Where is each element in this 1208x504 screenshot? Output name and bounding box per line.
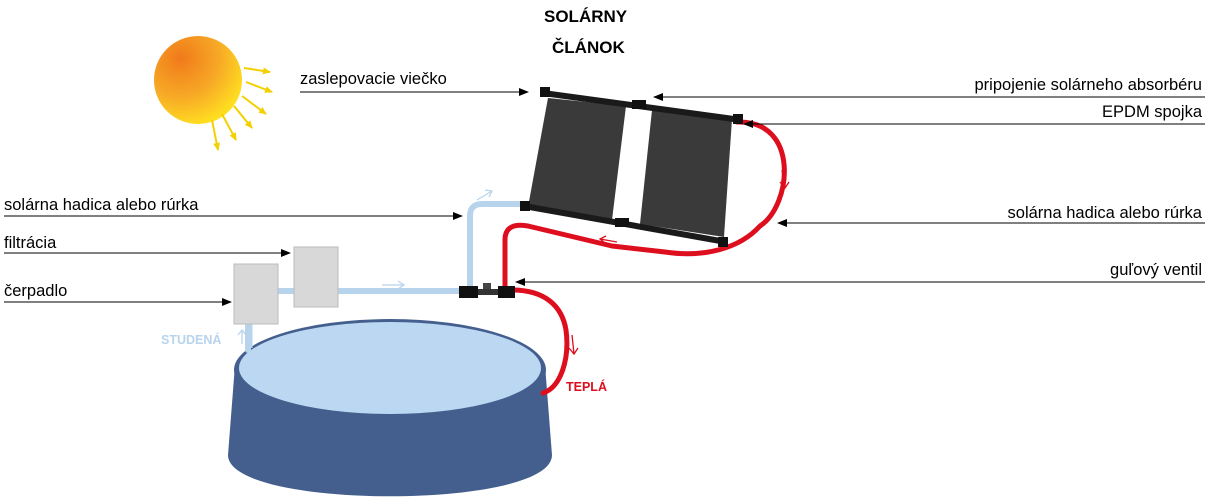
label-epdm: EPDM spojka <box>1102 103 1202 121</box>
label-cold: STUDENÁ <box>161 333 222 347</box>
label-absorber-connection: pripojenie solárneho absorbéru <box>974 76 1203 94</box>
pump-box <box>233 263 279 325</box>
label-cap: zaslepovacie viečko <box>300 70 447 88</box>
pool <box>228 319 552 497</box>
label-hose-left: solárna hadica alebo rúrka <box>4 196 199 214</box>
solar-panel <box>520 87 743 247</box>
label-pump: čerpadlo <box>4 282 68 300</box>
filter-box <box>293 246 339 308</box>
warm-pipe <box>502 119 787 396</box>
title-line-1: SOLÁRNY <box>544 7 628 26</box>
arrow-icon <box>237 169 790 356</box>
label-hose-right: solárna hadica alebo rúrka <box>1007 204 1202 222</box>
title-line-2: ČLÁNOK <box>552 38 625 57</box>
label-filtration: filtrácia <box>4 234 57 252</box>
leader-lines <box>4 88 1205 306</box>
sun-icon <box>154 36 273 151</box>
ball-valve <box>459 283 515 298</box>
label-warm: TEPLÁ <box>566 380 607 394</box>
label-ball-valve: guľový ventil <box>1110 261 1202 279</box>
